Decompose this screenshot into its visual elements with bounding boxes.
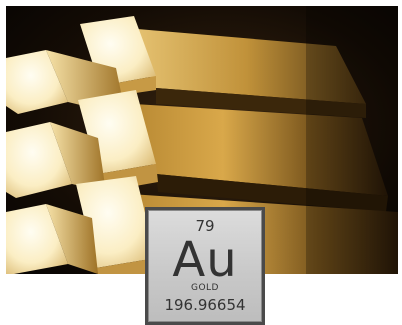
- element-symbol: Au: [172, 232, 238, 288]
- element-name: GOLD: [190, 283, 219, 293]
- atomic-number: 79: [195, 217, 215, 235]
- gold-bars-photo: [6, 6, 398, 274]
- atomic-mass: 196.96654: [164, 296, 246, 314]
- periodic-element-tile: 79 Au GOLD 196.96654: [145, 207, 265, 325]
